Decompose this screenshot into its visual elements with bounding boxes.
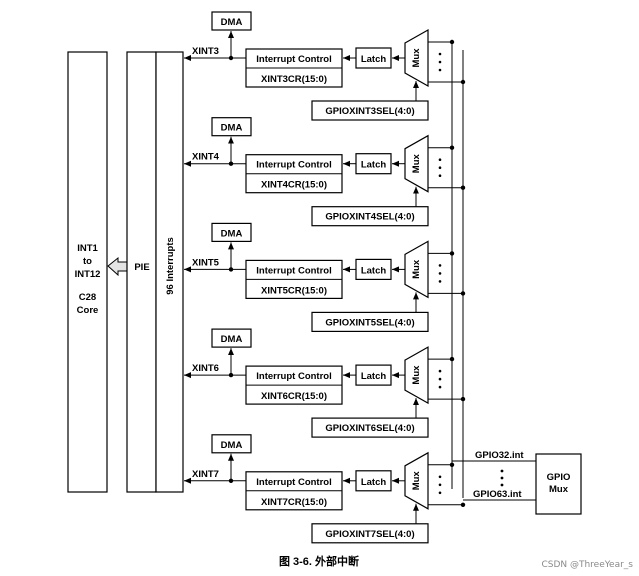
mux-input-dot bbox=[438, 68, 442, 72]
c28-core-block bbox=[67, 51, 108, 493]
mux-input-dot bbox=[438, 174, 442, 177]
gpio-dot bbox=[500, 476, 504, 480]
mux-input-dot bbox=[438, 264, 442, 267]
mux-input-dot bbox=[438, 158, 442, 161]
latch-label: Latch bbox=[361, 54, 387, 65]
xint-label: XINT4 bbox=[192, 152, 220, 163]
xintcr-label: XINT3CR(15:0) bbox=[261, 74, 327, 85]
xintcr-label: XINT6CR(15:0) bbox=[261, 391, 327, 402]
latch-label: Latch bbox=[361, 371, 387, 382]
mux-input-dot bbox=[438, 60, 442, 64]
mux-input-dot bbox=[438, 280, 442, 283]
figure-caption: 图 3-6. 外部中断 bbox=[279, 554, 359, 568]
interrupts-label: 96 Interrupts bbox=[165, 237, 176, 295]
gpio-mux-label-line2: Mux bbox=[549, 484, 569, 495]
mux-input-dot bbox=[438, 475, 442, 479]
mux-input-dot bbox=[438, 52, 442, 56]
gpioxintsel-box bbox=[311, 417, 429, 438]
mux-input-dot bbox=[438, 166, 442, 169]
mux-input-dot bbox=[438, 491, 442, 495]
latch-box bbox=[355, 364, 392, 386]
gpioxintsel-box bbox=[311, 206, 429, 227]
latch-label: Latch bbox=[361, 160, 387, 171]
gpioxintsel-box bbox=[311, 523, 429, 544]
mux-input-dot bbox=[438, 369, 442, 373]
latch-label: Latch bbox=[361, 477, 387, 488]
interrupts-block bbox=[155, 51, 184, 493]
mux-input-dot bbox=[438, 272, 442, 275]
gpio-mux-label-line1: GPIO bbox=[547, 472, 571, 483]
dma-label: DMA bbox=[221, 440, 243, 451]
dma-label: DMA bbox=[221, 123, 243, 134]
latch-box bbox=[355, 470, 392, 492]
mux-shape bbox=[404, 240, 429, 299]
mux-input-dot bbox=[438, 483, 442, 487]
xintcr-label: XINT5CR(15:0) bbox=[261, 285, 327, 296]
dma-label: DMA bbox=[221, 334, 243, 345]
dma-box bbox=[211, 328, 252, 348]
gpio-mux-block bbox=[535, 453, 582, 515]
mux-label: Mux bbox=[411, 48, 422, 68]
gpioxintsel-box bbox=[311, 100, 429, 121]
interrupt-control-label: Interrupt Control bbox=[256, 477, 331, 488]
latch-label: Latch bbox=[361, 265, 387, 276]
mux-shape bbox=[404, 28, 429, 88]
gpioxintsel-label: GPIOXINT4SEL(4:0) bbox=[325, 212, 414, 223]
mux-input-dot bbox=[438, 385, 442, 389]
mux-label: Mux bbox=[411, 365, 422, 385]
xint-label: XINT3 bbox=[192, 46, 219, 57]
gpio63-label: GPIO63.int bbox=[473, 489, 522, 500]
gpioxintsel-label: GPIOXINT5SEL(4:0) bbox=[325, 317, 414, 328]
mux-label: Mux bbox=[411, 471, 422, 491]
core-label-int1: INT1 bbox=[77, 243, 98, 254]
gpioxintsel-box bbox=[311, 311, 429, 332]
core-label-to: to bbox=[83, 256, 92, 267]
dma-label: DMA bbox=[221, 228, 243, 239]
bus-junction-dot bbox=[460, 502, 466, 507]
gpioxintsel-label: GPIOXINT7SEL(4:0) bbox=[325, 529, 414, 540]
latch-box bbox=[355, 47, 392, 69]
core-label-core: Core bbox=[77, 305, 99, 316]
dma-box bbox=[211, 434, 252, 454]
core-label-c28: C28 bbox=[79, 292, 96, 303]
xintcr-label: XINT7CR(15:0) bbox=[261, 497, 327, 508]
interrupt-control-label: Interrupt Control bbox=[256, 371, 331, 382]
dma-box bbox=[211, 117, 252, 137]
dma-box bbox=[211, 222, 252, 242]
xint-label: XINT5 bbox=[192, 257, 220, 268]
mux-shape bbox=[404, 134, 429, 193]
mux-label: Mux bbox=[411, 259, 422, 279]
pie-to-core-arrow bbox=[107, 256, 128, 277]
core-label-int12: INT12 bbox=[75, 269, 101, 280]
gpio-dot bbox=[500, 469, 504, 473]
mux-label: Mux bbox=[411, 153, 422, 173]
interrupt-control-label: Interrupt Control bbox=[256, 160, 331, 171]
interrupt-control-label: Interrupt Control bbox=[256, 54, 331, 65]
mux-input-dot bbox=[438, 377, 442, 381]
gpioxintsel-label: GPIOXINT6SEL(4:0) bbox=[325, 423, 414, 434]
latch-box bbox=[355, 153, 392, 175]
dma-label: DMA bbox=[221, 17, 243, 28]
xintcr-label: XINT4CR(15:0) bbox=[261, 180, 327, 191]
pie-label: PIE bbox=[134, 262, 149, 273]
mux-shape bbox=[404, 451, 429, 510]
pie-block bbox=[126, 51, 157, 493]
gpio32-label: GPIO32.int bbox=[475, 450, 524, 461]
dma-box bbox=[211, 11, 252, 31]
interrupt-control-label: Interrupt Control bbox=[256, 265, 331, 276]
gpioxintsel-label: GPIOXINT3SEL(4:0) bbox=[325, 106, 414, 117]
xint-label: XINT7 bbox=[192, 469, 219, 480]
xint-label: XINT6 bbox=[192, 363, 219, 374]
latch-box bbox=[355, 258, 392, 280]
watermark: CSDN @ThreeYear_s bbox=[541, 560, 633, 570]
gpio-dot bbox=[500, 483, 504, 487]
mux-shape bbox=[404, 346, 429, 405]
